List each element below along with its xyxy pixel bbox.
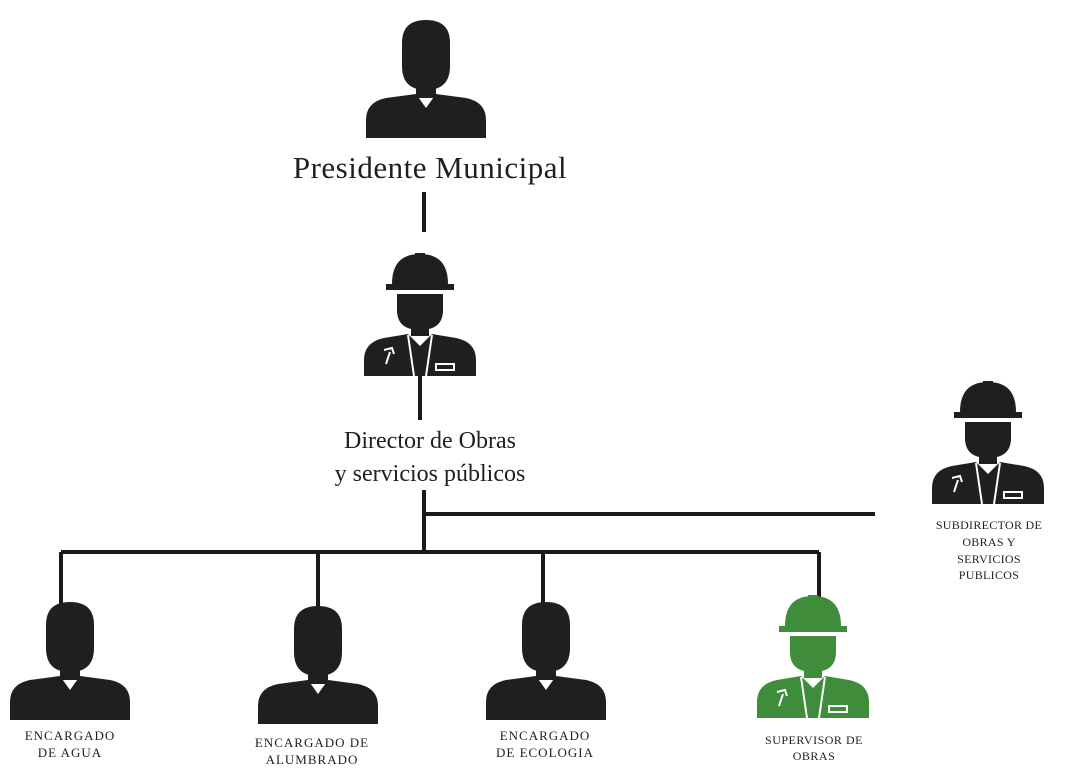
ecologia-label-line-2: DE ECOLOGIA	[495, 744, 594, 760]
subdirector-label-line-3: SERVICIOS	[957, 551, 1021, 566]
ecologia-person-icon	[486, 602, 606, 720]
alumbrado-label-line-1: ENCARGADO DE	[254, 735, 370, 750]
director-label: Director de Obras y servicios públicos	[250, 425, 610, 491]
supervisor-worker-icon	[757, 595, 869, 719]
president-label-line-1: Presidente Municipal	[292, 150, 568, 185]
agua-label: ENCARGADO DE AGUA	[0, 728, 140, 762]
ecologia-label: ENCARGADO DE ECOLOGIA	[470, 728, 620, 762]
president-person-icon	[366, 20, 486, 138]
supervisor-label-line-1: SUPERVISOR DE	[765, 733, 863, 747]
agua-label-line-1: ENCARGADO	[24, 728, 116, 743]
subdirector-label-line-1: SUBDIRECTOR DE	[935, 518, 1043, 532]
subdirector-label: SUBDIRECTOR DE OBRAS Y SERVICIOS PUBLICO…	[905, 517, 1073, 584]
alumbrado-label: ENCARGADO DE ALUMBRADO	[232, 735, 392, 769]
connector-lines	[59, 192, 875, 610]
subdirector-worker-icon	[932, 381, 1044, 505]
agua-label-line-2: DE AGUA	[37, 744, 103, 760]
supervisor-label-line-2: OBRAS	[792, 748, 836, 763]
director-label-line-2: y servicios públicos	[334, 461, 526, 488]
subdirector-label-line-4: PUBLICOS	[958, 568, 1020, 583]
agua-person-icon	[10, 602, 130, 720]
supervisor-label: SUPERVISOR DE OBRAS	[734, 733, 894, 764]
subdirector-label-line-2: OBRAS Y	[962, 534, 1016, 549]
president-label: Presidente Municipal	[230, 150, 630, 186]
alumbrado-person-icon	[258, 606, 378, 724]
director-worker-icon	[364, 253, 476, 377]
director-label-line-1: Director de Obras	[344, 428, 516, 454]
alumbrado-label-line-2: ALUMBRADO	[265, 751, 359, 767]
ecologia-label-line-1: ENCARGADO	[499, 728, 591, 743]
